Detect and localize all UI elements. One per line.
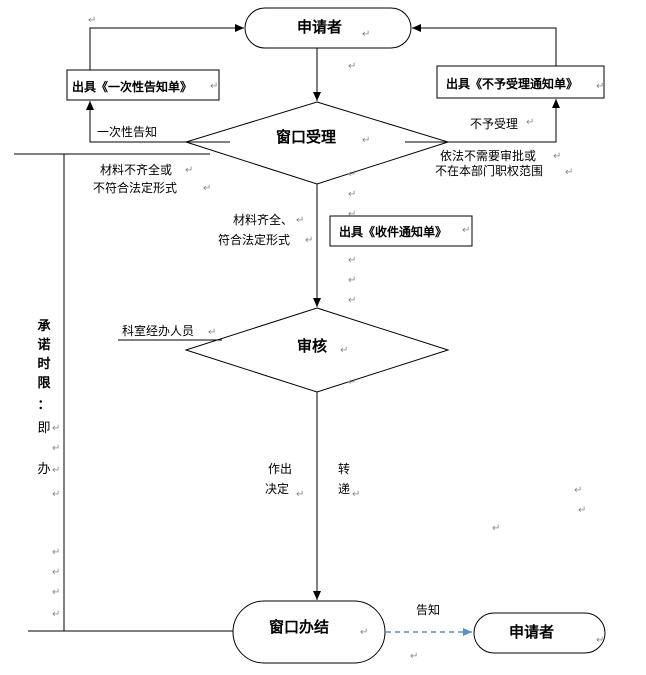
para-mark: ↵ <box>348 209 357 220</box>
para-mark: ↵ <box>52 465 61 476</box>
promise-char-3: 时 <box>37 357 51 372</box>
para-mark: ↵ <box>52 609 61 620</box>
applicant-bottom-label: 申请者 <box>509 623 555 641</box>
para-mark: ↵ <box>210 81 219 92</box>
para-mark: ↵ <box>340 345 349 356</box>
edge-label-not-accept: 不予受理 <box>470 117 519 131</box>
para-mark: ↵ <box>348 169 357 180</box>
para-mark: ↵ <box>296 215 305 226</box>
para-mark: ↵ <box>52 443 61 454</box>
flow-line-accept-to-onetime <box>86 101 230 143</box>
edge-label-staff: 科室经办人员 <box>122 324 195 338</box>
promise-char-6: 即 <box>37 421 51 436</box>
para-mark: ↵ <box>52 489 61 500</box>
edge-label-transfer-2: 递 <box>338 482 351 496</box>
promise-char-4: 限 <box>37 376 51 391</box>
edge-label-incomplete-1: 材料不齐全或 <box>100 163 173 177</box>
para-mark: ↵ <box>360 627 369 638</box>
edge-label-one-time: 一次性告知 <box>97 125 158 139</box>
para-mark: ↵ <box>492 523 501 534</box>
flow-line-notaccept-to-applicant <box>412 24 557 66</box>
para-mark: ↵ <box>565 167 574 178</box>
para-mark: ↵ <box>348 295 357 306</box>
para-mark: ↵ <box>348 377 357 388</box>
para-mark: ↵ <box>462 225 471 236</box>
edge-label-complete-1: 材料齐全、 <box>233 213 294 227</box>
para-mark: ↵ <box>348 255 357 266</box>
para-mark: ↵ <box>574 485 583 496</box>
edge-label-incomplete-2: 不符合法定形式 <box>93 181 178 195</box>
para-mark: ↵ <box>348 189 357 200</box>
edge-label-decide-2: 决定 <box>265 482 290 496</box>
review-label: 审核 <box>297 337 328 355</box>
para-mark: ↵ <box>362 135 371 146</box>
receipt-notice-box <box>329 215 473 247</box>
flow-line-onetime-to-applicant <box>89 24 244 70</box>
window-finish-node <box>232 600 386 664</box>
para-mark: ↵ <box>578 505 587 516</box>
not-accept-notice-label: 出具《不予受理通知单》 <box>446 77 579 91</box>
para-mark: ↵ <box>553 151 562 162</box>
para-mark: ↵ <box>348 61 357 72</box>
para-mark: ↵ <box>52 547 61 558</box>
para-mark: ↵ <box>305 235 314 246</box>
promise-char-7: 办 <box>37 462 51 477</box>
edge-label-out-of-scope-1: 依法不需要审批或 <box>440 149 537 163</box>
para-mark: ↵ <box>296 489 305 500</box>
para-mark: ↵ <box>88 15 97 26</box>
edge-label-out-of-scope-2: 不在本部门职权范围 <box>435 164 544 178</box>
window-accept-label: 窗口受理 <box>276 128 337 146</box>
applicant-bottom-node <box>473 612 606 654</box>
flow-line-accept-to-notaccept <box>405 99 560 143</box>
window-finish-label: 窗口办结 <box>269 618 330 636</box>
para-mark: ↵ <box>185 165 194 176</box>
one-time-notice-box <box>66 69 220 101</box>
promise-char-1: 承 <box>37 319 51 334</box>
para-mark: ↵ <box>596 81 605 92</box>
para-mark: ↵ <box>410 651 419 662</box>
edge-label-decide-1: 作出 <box>268 462 293 476</box>
applicant-top-node <box>244 7 412 49</box>
para-mark: ↵ <box>203 183 212 194</box>
receipt-notice-label: 出具《收件通知单》 <box>339 225 448 239</box>
para-mark: ↵ <box>52 423 61 434</box>
one-time-notice-label: 出具《一次性告知单》 <box>72 80 193 94</box>
edge-label-complete-2: 符合法定形式 <box>218 233 291 247</box>
para-mark: ↵ <box>52 567 61 578</box>
para-mark: ↵ <box>526 117 535 128</box>
not-accept-notice-box <box>436 65 605 99</box>
para-mark: ↵ <box>52 587 61 598</box>
para-mark: ↵ <box>348 275 357 286</box>
para-mark: ↵ <box>596 635 605 646</box>
edge-label-notify: 告知 <box>416 603 441 617</box>
promise-char-2: 诺 <box>37 338 51 353</box>
para-mark: ↵ <box>352 489 361 500</box>
para-mark: ↵ <box>362 29 371 40</box>
para-mark: ↵ <box>208 327 217 338</box>
edge-label-transfer-1: 转 <box>338 462 351 476</box>
promise-char-5: ： <box>37 398 51 413</box>
applicant-top-label: 申请者 <box>297 18 343 36</box>
